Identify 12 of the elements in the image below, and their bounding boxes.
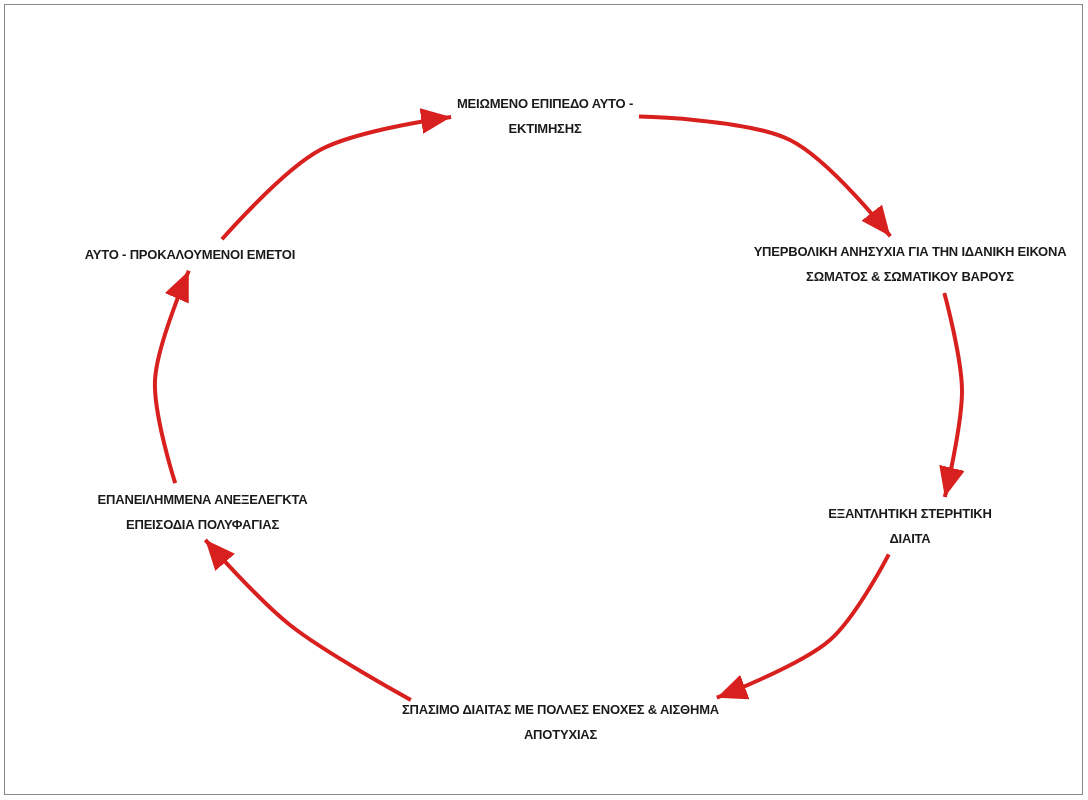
cycle-arrow [939, 292, 965, 498]
cycle-arrow [203, 538, 412, 702]
cycle-arrow [716, 553, 891, 700]
cycle-stage-text: ΣΠΑΣΙΜΟ ΔΙΑΙΤΑΣ ΜΕ ΠΟΛΛΕΣ ΕΝΟΧΕΣ & ΑΙΣΘΗΜΑ ΑΠΟΤΥΧΙΑΣ [398, 697, 723, 747]
cycle-stage-text: ΕΞΑΝΤΛΗΤΙΚΗ ΣΤΕΡΗΤΙΚΗ ΔΙΑΙΤΑ [815, 501, 1005, 551]
cycle-stage-text: ΥΠΕΡΒΟΛΙΚΗ ΑΝΗΣΥΧΙΑ ΓΙΑ ΤΗΝ ΙΔΑΝΙΚΗ ΕΙΚΟΝΑ ΣΩΜΑΤΟΣ & ΣΩΜΑΤΙΚΟΥ ΒΑΡΟΥΣ [742, 239, 1078, 289]
cycle-arrow [638, 114, 892, 238]
cycle-stage-text: ΕΠΑΝΕΙΛΗΜΜΕΝΑ ΑΝΕΞΕΛΕΓΚΤΑ ΕΠΕΙΣΟΔΙΑ ΠΟΛΥΦΑΓΙΑΣ [70, 487, 335, 537]
cycle-arrow [220, 108, 452, 241]
cycle-stage-text: ΑΥΤΟ - ΠΡΟΚΑΛΟΥΜΕΝΟΙ ΕΜΕΤΟΙ [45, 242, 335, 267]
cycle-stage-text: ΜΕΙΩΜΕΝΟ ΕΠΙΠΕΔΟ ΑΥΤΟ - ΕΚΤΙΜΗΣΗΣ [455, 91, 635, 141]
cycle-arrow [153, 270, 191, 484]
